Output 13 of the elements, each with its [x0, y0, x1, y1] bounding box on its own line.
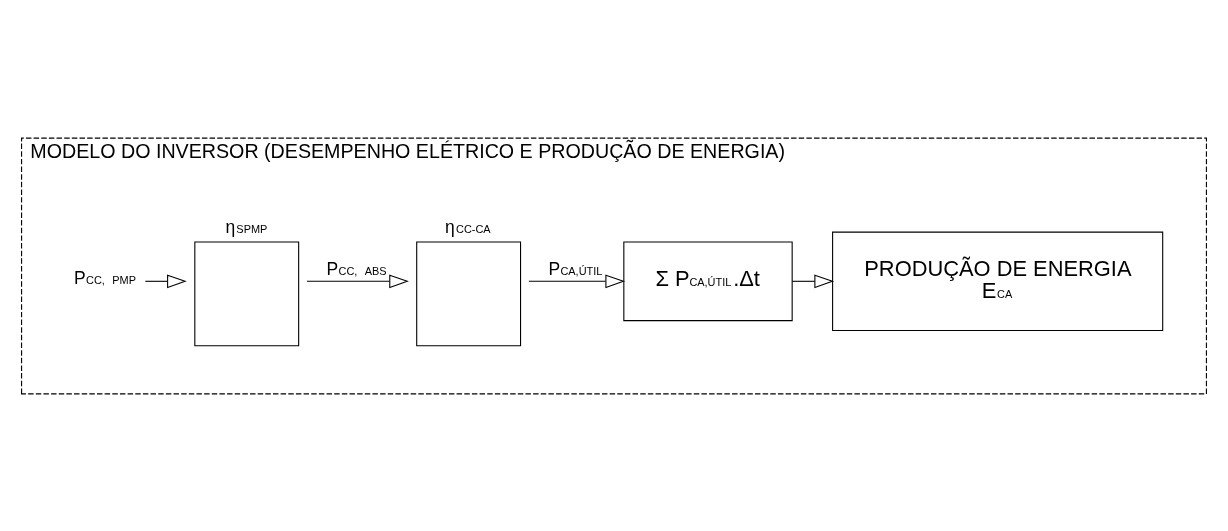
- node-box: [194, 240, 300, 346]
- node-box: [416, 240, 522, 346]
- arrow: [144, 273, 187, 288]
- arrow: [528, 273, 626, 288]
- edge-label: PCC, ABS: [326, 258, 387, 279]
- arrow: [306, 273, 409, 288]
- node-label: ηCC-CA: [445, 216, 491, 237]
- arrow: [791, 273, 834, 288]
- node-label: ηSPMP: [225, 216, 268, 237]
- node-box: PRODUÇÃO DE ENERGIA ECA: [832, 231, 1164, 331]
- node-text: PCC, PMP: [74, 267, 136, 288]
- node-box: Σ PCA,ÚTIL.Δt: [623, 240, 793, 321]
- edge-label: PCA,ÚTIL: [548, 258, 603, 279]
